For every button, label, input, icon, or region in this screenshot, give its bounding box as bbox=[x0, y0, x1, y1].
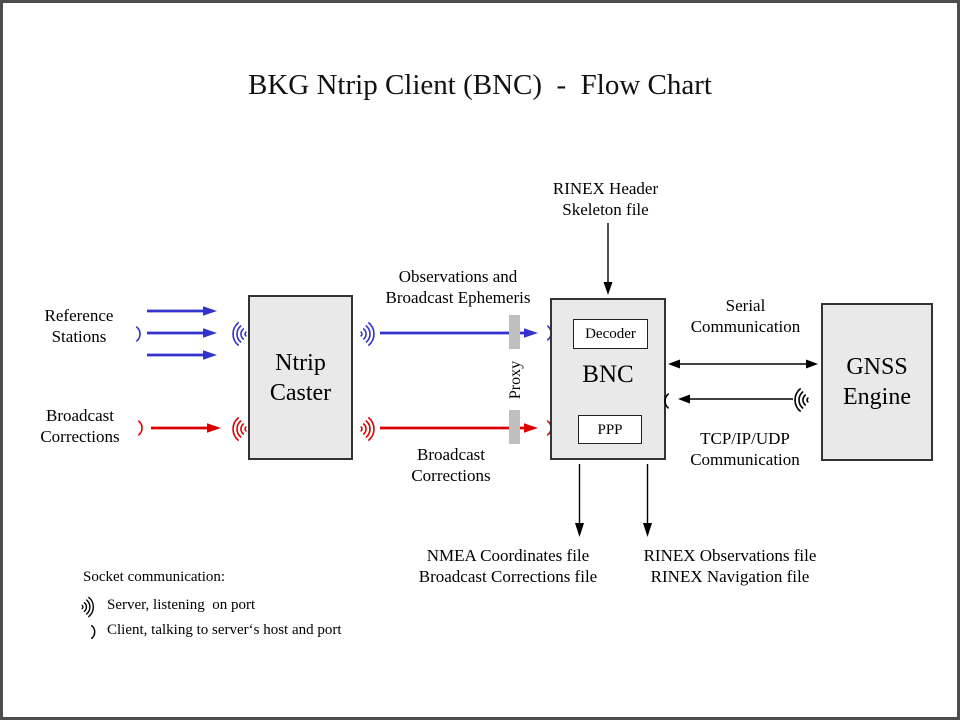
arrow-reference-stations bbox=[147, 306, 217, 360]
client-socket-icon bbox=[664, 393, 669, 409]
arrow-broadcast-corrections bbox=[151, 423, 221, 433]
client-socket-icon bbox=[91, 624, 96, 640]
server-socket-icon bbox=[360, 417, 375, 441]
rinex-header-skeleton-label: RINEX Header Skeleton file bbox=[552, 179, 659, 219]
nmea-output-label: NMEA Coordinates file Broadcast Correcti… bbox=[418, 546, 598, 586]
server-socket-icon bbox=[81, 596, 94, 618]
node-ppp: PPP bbox=[578, 415, 642, 444]
serial-communication-label: Serial Communication bbox=[690, 296, 801, 336]
node-bnc: Decoder BNC PPP bbox=[550, 298, 666, 460]
arrow-rinex-header-to-bnc bbox=[603, 223, 613, 295]
server-socket-icon bbox=[794, 388, 809, 412]
observations-ephemeris-label: Observations and Broadcast Ephemeris bbox=[385, 267, 531, 307]
proxy-label: Proxy bbox=[507, 360, 524, 400]
legend-server-label: Server, listening on port bbox=[107, 597, 256, 613]
rinex-output-label: RINEX Observations file RINEX Navigation… bbox=[643, 546, 817, 586]
server-socket-icon bbox=[232, 322, 247, 346]
server-socket-icon bbox=[232, 417, 247, 441]
arrow-tcp-communication bbox=[678, 394, 793, 404]
tcp-communication-label: TCP/IP/UDP Communication bbox=[690, 429, 800, 469]
bnc-label: BNC bbox=[582, 361, 634, 388]
server-socket-icon bbox=[360, 322, 375, 346]
arrow-serial-communication bbox=[668, 359, 818, 369]
legend-title: Socket communication: bbox=[83, 569, 226, 585]
client-socket-icon bbox=[138, 420, 143, 436]
arrow-corrections-stream bbox=[380, 423, 538, 433]
client-socket-icon bbox=[136, 326, 141, 342]
broadcast-corrections-source-label: Broadcast Corrections bbox=[40, 406, 120, 446]
proxy-bar bbox=[509, 315, 520, 349]
arrow-bnc-output-left bbox=[575, 464, 584, 537]
node-ntrip-caster: Ntrip Caster bbox=[248, 295, 353, 460]
legend-client-label: Client, talking to server‘s host and por… bbox=[107, 622, 342, 638]
arrow-bnc-output-right bbox=[643, 464, 652, 537]
proxy-bar bbox=[509, 410, 520, 444]
node-gnss-engine: GNSS Engine bbox=[821, 303, 933, 461]
page-title: BKG Ntrip Client (BNC) - Flow Chart bbox=[248, 69, 712, 101]
arrow-obs-ephemeris-stream bbox=[380, 328, 538, 338]
reference-stations-label: Reference Stations bbox=[44, 306, 114, 346]
broadcast-corrections-link-label: Broadcast Corrections bbox=[411, 445, 491, 485]
node-decoder: Decoder bbox=[573, 319, 648, 349]
